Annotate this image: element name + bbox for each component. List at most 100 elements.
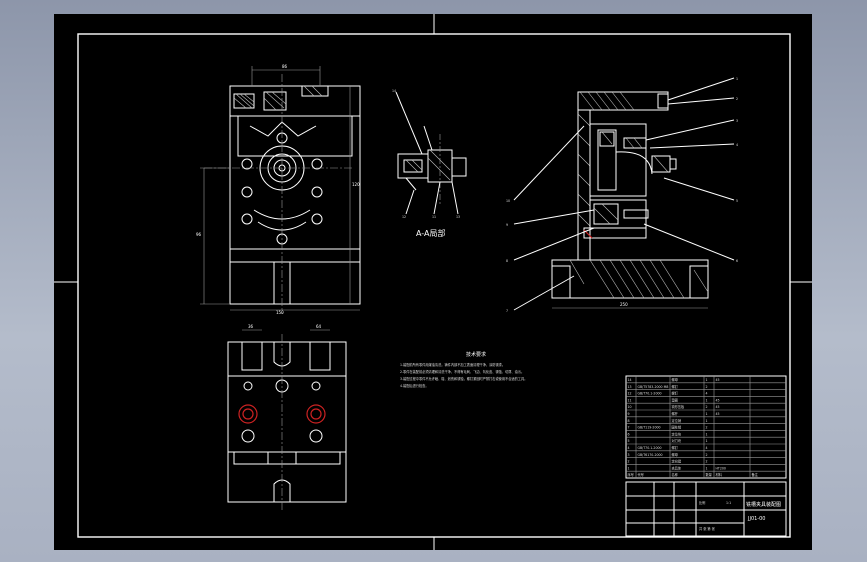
bom-cell: 钩形压板 [672,404,686,409]
dim-plan-top: 36 [248,324,254,329]
balloon-11: 11 [432,215,436,219]
bom-cell: 1 [706,466,708,470]
scale-value: 1:1 [726,501,731,505]
bom-cell: 定位块 [672,431,682,436]
bom-frame [625,375,787,479]
balloon-9: 9 [506,223,508,227]
note-4: 4.装配后进行检查。 [400,383,429,388]
bom-cell: 9 [628,412,630,416]
bom-cell: HT200 [716,466,726,470]
bom-cell: 45 [716,378,720,382]
section-aa-view: 14 12 11 13 A-A局部 [392,89,467,238]
bom-cell: 1 [706,398,708,402]
notes-title: 技术要求 [466,351,486,358]
bom-cell: 10 [628,405,632,409]
bom-cell: 螺钉 [672,384,679,389]
bom-cell: 2 [706,426,708,430]
dim-side-base: 250 [620,302,628,307]
bom-cell: 定向键 [672,459,682,464]
bom-cell: 13 [628,385,632,389]
bom-cell: 12 [628,392,632,396]
bom-cell: 45 [716,398,720,402]
balloon-4: 4 [736,143,738,147]
bom-header: 序号 [628,472,634,477]
note-3: 3.装配过程中零件不允许磕、碰、划伤和锈蚀，螺钉紧固时严禁打击或使用不合适的工具… [400,376,527,381]
technical-notes: 技术要求 1.装配前所有零件用煤油清洗，铸件内部不加工表面清理干净，涂防锈漆。 … [400,351,527,388]
bom-cell: GB/T6170-2000 [638,453,663,457]
balloon-3: 3 [736,119,738,123]
bom-cell: 垫圈 [672,397,678,402]
title-block: 铣槽夹具装配图 JJ01-00 比例 1:1 共 张 第 张 [625,481,787,537]
section-label: A-A局部 [416,228,445,238]
bom-cell: 2 [628,460,630,464]
bom-cell: 2 [706,460,708,464]
bom-cell: GB/T119-2000 [638,426,661,430]
bom-header: 代号 [638,472,644,477]
bom-cell: 定位销 [672,418,682,423]
balloon-14: 14 [392,89,396,93]
bom-cell: 2 [706,453,708,457]
bom-cell: 45 [716,405,720,409]
bom-cell: 2 [706,405,708,409]
sheet-label: 共 张 第 张 [699,526,716,531]
balloon-1: 1 [736,77,738,81]
bom-cell: 螺母 [672,452,678,457]
front-view: 86 96 120 150 [196,64,361,315]
dim-bottom-width: 150 [276,310,284,315]
bom-cell: 螺钉 [672,445,679,450]
bom-cell: 螺母 [672,377,678,382]
scale-label: 比例 [699,500,705,505]
bom-cell: 1 [706,378,708,382]
bom-cell: 螺杆 [672,411,679,416]
note-2: 2.零件在装配前必须清理和清洗干净，不得有毛刺、飞边、氧化皮、锈蚀、切屑、油污。 [400,369,524,374]
bom-cell: 4 [706,392,708,396]
bom-cell: GB/T70.1-2000 [638,446,662,450]
bom-cell: 2 [706,385,708,389]
drawing-border [77,33,791,538]
bom-cell: 1 [706,432,708,436]
bom-cell: 4 [706,446,708,450]
balloon-6: 6 [736,259,738,263]
balloon-13: 13 [456,215,460,219]
bom-cell: 11 [628,398,632,402]
side-view: 250 1 2 3 4 5 6 10 9 8 7 [506,77,738,313]
bom-cell: 螺钉 [672,391,679,396]
drawing-number: JJ01-00 [747,516,765,522]
dim-plan-top2: 64 [316,324,322,329]
bom-cell: 圆柱销 [672,425,682,430]
dim-height-right: 120 [352,182,360,187]
bom-cell: 5 [628,439,630,443]
bom-cell: 夹具体 [672,465,682,470]
bom-cell: 4 [628,446,630,450]
bom-cell: 3 [628,453,630,457]
bom-cell: 45 [716,412,720,416]
bom-header: 名称 [672,472,679,477]
balloon-7: 7 [506,309,508,313]
bom-cell: 1 [706,419,708,423]
balloon-10: 10 [506,199,510,203]
bom-cell: 1 [628,466,630,470]
note-1: 1.装配前所有零件用煤油清洗，铸件内部不加工表面清理干净，涂防锈漆。 [400,362,505,367]
bom-cell: 14 [628,378,632,382]
plan-view: 36 64 [227,324,347,510]
drawing-sheet: 86 96 120 150 14 12 11 13 A-A局部 [54,14,812,550]
bom-header: 备注 [752,472,759,477]
dim-top-width: 86 [282,64,288,69]
bom-cell: 6 [628,432,630,436]
balloon-8: 8 [506,259,508,263]
bom-cell: 8 [628,419,630,423]
bom-header: 材料 [716,472,723,477]
drawing-canvas: 86 96 120 150 14 12 11 13 A-A局部 [54,14,812,550]
bom-cell: 7 [628,426,630,430]
bom-header: 数量 [706,472,713,477]
bom-cell: GB/T70.1-2000 [638,392,662,396]
bom-cell: 1 [706,412,708,416]
balloon-2: 2 [736,97,738,101]
bom-cell: GB/T5783-2000 M8 [638,385,669,389]
drawing-title: 铣槽夹具装配图 [746,501,781,508]
dim-height-left: 96 [196,232,202,237]
bom-cell: 对刀块 [672,438,682,443]
bom-cell: 1 [706,439,708,443]
